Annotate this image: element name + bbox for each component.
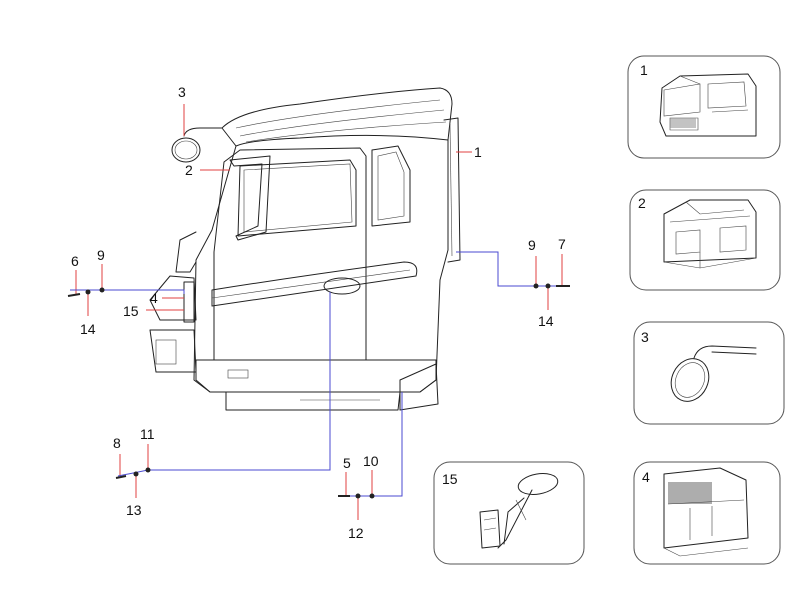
main-cab-drawing (149, 87, 461, 411)
callout-15: 15 (123, 303, 139, 319)
nut-9-right (533, 283, 539, 289)
callout-13: 13 (126, 502, 142, 518)
inset-panel-15[interactable]: 15 (433, 461, 585, 565)
bolt-8 (115, 475, 127, 479)
inset-label-3: 3 (641, 329, 649, 345)
callout-5: 5 (343, 455, 351, 471)
washer-13 (133, 471, 139, 477)
washer-14-right (545, 283, 551, 289)
inset-label-4: 4 (642, 469, 650, 485)
inset-panel-4[interactable]: 4 (633, 461, 781, 565)
steering-column-thumbnail (479, 473, 559, 549)
callout-14-right: 14 (538, 313, 554, 329)
bolt-6 (67, 293, 81, 297)
callout-7: 7 (558, 236, 566, 252)
callout-2: 2 (185, 162, 193, 178)
callout-4: 4 (150, 290, 158, 306)
cab-shell-thumbnail (659, 73, 757, 137)
fasteners (67, 283, 570, 499)
callout-6: 6 (71, 253, 79, 269)
callout-1: 1 (474, 144, 482, 160)
dashboard-thumbnail (663, 467, 749, 557)
inset-label-1: 1 (640, 62, 648, 78)
callout-11: 11 (140, 426, 155, 442)
nut-9-left (99, 287, 105, 293)
nut-11 (145, 467, 151, 473)
inset-panel-3[interactable]: 3 (633, 321, 785, 425)
callout-14-left: 14 (80, 321, 96, 337)
inset-panel-2[interactable]: 2 (629, 189, 781, 291)
washer-12 (355, 493, 361, 499)
callout-8: 8 (113, 435, 121, 451)
nut-10 (369, 493, 375, 499)
callout-10: 10 (363, 453, 379, 469)
callout-3: 3 (178, 84, 186, 100)
inset-panel-1[interactable]: 1 (627, 55, 781, 159)
mirror-thumbnail (670, 345, 757, 402)
inset-label-2: 2 (638, 195, 646, 211)
washer-14-left (85, 289, 91, 295)
callout-12: 12 (348, 525, 364, 541)
callout-numbers: 1 2 3 4 15 6 9 14 9 7 14 8 11 13 5 10 12 (71, 84, 566, 541)
cab-floor-thumbnail (663, 199, 757, 269)
callout-9-left: 9 (97, 247, 105, 263)
leader-lines (70, 104, 568, 520)
inset-label-15: 15 (442, 471, 458, 487)
callout-9-right: 9 (528, 237, 536, 253)
